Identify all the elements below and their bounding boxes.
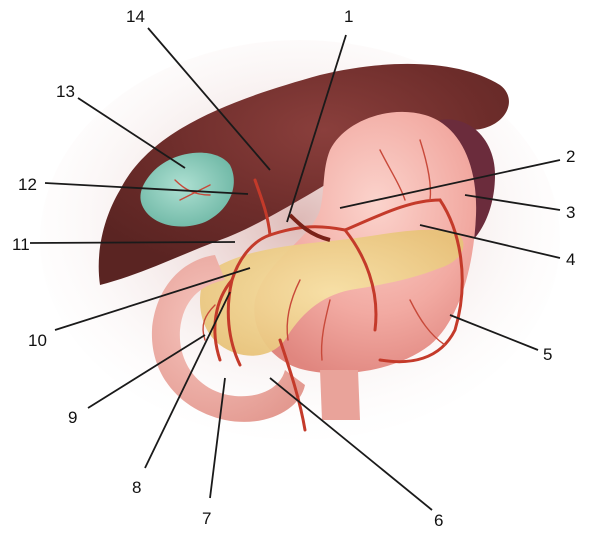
leader-2 (339, 159, 561, 209)
label-10: 10 (28, 331, 47, 350)
arteries (213, 178, 464, 432)
leader-3 (464, 194, 561, 211)
label-7: 7 (202, 509, 211, 528)
label-12: 12 (18, 175, 37, 194)
duodenum (151, 255, 305, 422)
label-3: 3 (566, 203, 575, 222)
label-13: 13 (56, 82, 75, 101)
leader-4 (419, 224, 561, 259)
leader-5 (449, 314, 539, 351)
pancreas (200, 229, 464, 356)
celiac-trunk (288, 213, 331, 242)
leader-12 (44, 182, 249, 195)
aorta-segment (320, 370, 360, 420)
leader-14 (147, 27, 271, 171)
label-5: 5 (543, 345, 552, 364)
label-1: 1 (344, 7, 353, 26)
leader-1 (286, 34, 347, 223)
leader-13 (77, 97, 186, 169)
leader-7 (209, 377, 226, 499)
label-9: 9 (68, 408, 77, 427)
label-6: 6 (434, 511, 443, 530)
number-labels: 1 2 3 4 5 6 7 8 9 10 11 12 13 14 (12, 7, 575, 530)
leader-8 (144, 291, 231, 469)
label-14: 14 (126, 7, 145, 26)
label-4: 4 (566, 250, 575, 269)
leader-6 (269, 377, 433, 511)
label-11: 11 (12, 235, 30, 254)
leader-11 (29, 241, 236, 244)
leader-9 (87, 334, 206, 409)
leader-10 (54, 267, 251, 331)
label-2: 2 (566, 147, 575, 166)
label-8: 8 (132, 478, 141, 497)
leader-lines (29, 27, 561, 511)
